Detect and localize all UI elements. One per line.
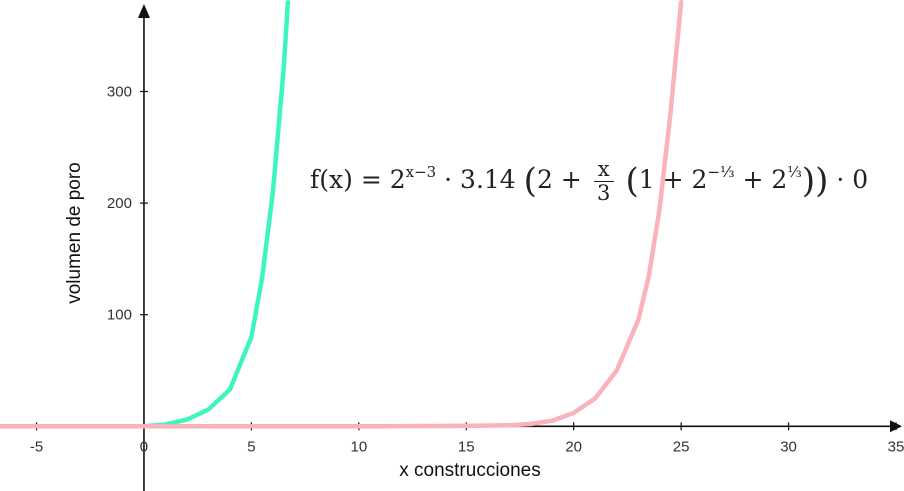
fraction-numerator: x	[593, 157, 614, 183]
series-line-2	[0, 0, 684, 429]
open-paren-inner-icon: (	[625, 161, 639, 202]
y-axis-label: volumen de poro	[64, 162, 85, 304]
y-tick-label: 100	[107, 307, 132, 324]
series	[0, 0, 684, 429]
close-parens-icon: ))	[801, 161, 829, 202]
x-tick-label: 35	[888, 438, 904, 455]
x-tick-label: 25	[673, 438, 690, 455]
formula-exponent-positive: ⅓	[787, 163, 802, 182]
formula-lhs: f(x)	[310, 165, 353, 195]
x-axis-label: x construcciones	[399, 460, 541, 481]
x-tick-label: 10	[350, 438, 367, 455]
formula-exponent-negative: −⅓	[707, 163, 735, 182]
formula-term-two: 2 +	[536, 165, 582, 195]
x-tick-label: 30	[780, 438, 797, 455]
x-tick-label: 20	[565, 438, 582, 455]
x-tick-label: 0	[140, 438, 148, 455]
open-paren-outer-icon: (	[523, 161, 537, 202]
y-tick-label: 200	[107, 195, 132, 212]
formula-term-one: 1 + 2	[638, 165, 708, 195]
formula-equals: =	[360, 165, 382, 195]
y-tick-label: 300	[107, 84, 132, 101]
formula-tail: · 0	[836, 165, 869, 195]
x-tick-label: 5	[247, 438, 255, 455]
x-tick-label: 15	[458, 438, 475, 455]
series-line-1	[141, 0, 291, 429]
formula-coefficient: · 3.14	[444, 165, 516, 195]
y-axis-arrow-icon	[137, 4, 150, 18]
axes	[0, 4, 902, 491]
ticks: -5 0 5 10 15 20 25 30 35 100 200 300	[30, 84, 904, 456]
fraction-denominator: 3	[596, 181, 611, 206]
x-tick-label: -5	[30, 438, 43, 455]
formula-term-plus: + 2	[742, 165, 788, 195]
formula-base: 2	[389, 165, 406, 195]
formula-exponent: x−3	[405, 163, 437, 182]
